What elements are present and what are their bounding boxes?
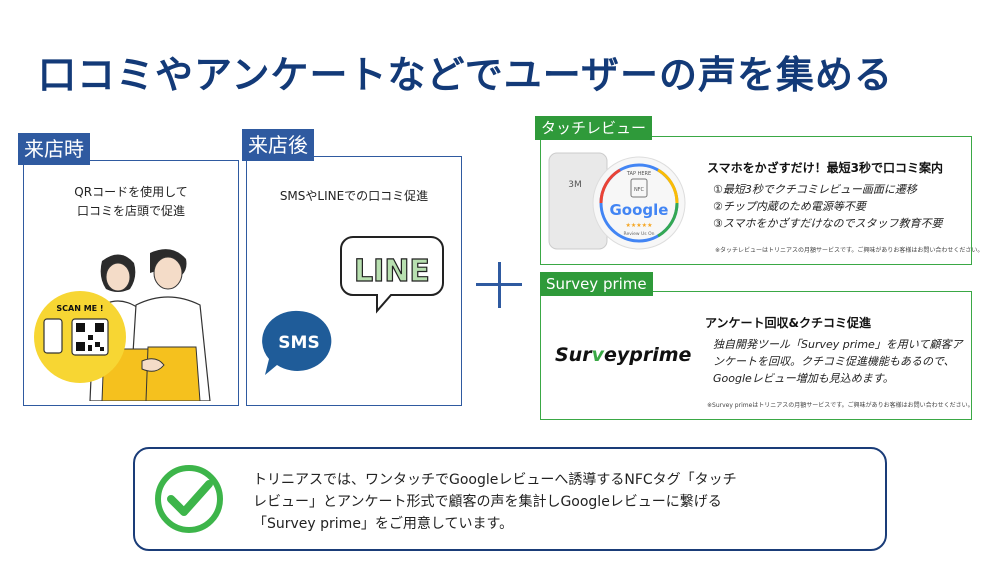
before-visit-desc-line-1: QRコードを使用して <box>74 185 188 199</box>
survey-prime-logo: Surveyprime <box>555 344 691 366</box>
line-icon: LINE <box>340 236 444 314</box>
touch-review-tag: タッチレビュー <box>535 116 653 140</box>
scan-me-qr-badge: SCAN ME ! <box>34 291 126 383</box>
scan-me-label: SCAN ME ! <box>56 304 103 313</box>
before-visit-tag: 来店時 <box>18 133 90 165</box>
after-visit-description: SMSやLINEでの口コミ促進 <box>279 189 429 203</box>
summary-line: トリニアスでは、ワンタッチでGoogleレビューへ誘導するNFCタグ「タッチ <box>253 472 737 488</box>
touch-review-card: 3M TAP HERE NFC Google ★★★★★ Review Us O… <box>540 136 983 265</box>
touch-review-features: ①最短3秒でクチコミレビュー画面に遷移 ②チップ内蔵のため電源等不要 ③スマホを… <box>713 181 943 232</box>
after-visit-tag: 来店後 <box>242 129 314 161</box>
nfc-sticker-image: 3M TAP HERE NFC Google ★★★★★ Review Us O… <box>548 152 686 250</box>
sticker-google-label: Google <box>610 201 669 219</box>
survey-prime-card: Surveyprime アンケート回収&クチコミ促進 独自開発ツール「Surve… <box>540 291 974 420</box>
check-circle-icon <box>155 465 223 533</box>
sticker-backing-label: 3M <box>568 180 582 190</box>
sms-logo-text: SMS <box>278 333 319 353</box>
summary-box: トリニアスでは、ワンタッチでGoogleレビューへ誘導するNFCタグ「タッチ レ… <box>133 447 887 551</box>
survey-prime-tag: Survey prime <box>540 272 653 296</box>
survey-prime-note: ※Survey primeはトリニアスの月額サービスです。ご興味がありお客様はお… <box>707 402 974 409</box>
touch-review-feature: ③スマホをかざすだけなのでスタッフ教育不要 <box>713 217 943 230</box>
survey-prime-heading: アンケート回収&クチコミ促進 <box>705 316 871 330</box>
touch-review-feature: ②チップ内蔵のため電源等不要 <box>713 200 866 213</box>
before-visit-card: QRコードを使用して 口コミを店頭で促進 SCAN ME ! <box>23 160 239 406</box>
sms-icon: SMS <box>262 310 332 375</box>
sticker-tap-here: TAP HERE <box>626 171 651 177</box>
line-logo-text: LINE <box>354 254 430 289</box>
survey-prime-line: 独自開発ツール「Survey prime」を用いて顧客ア <box>713 338 963 351</box>
summary-line: 「Survey prime」をご用意しています。 <box>253 516 514 532</box>
before-visit-description: QRコードを使用して 口コミを店頭で促進 <box>24 183 238 221</box>
survey-prime-description: 独自開発ツール「Survey prime」を用いて顧客ア ンケートを回収。クチコ… <box>713 336 962 387</box>
sticker-review-us: Review Us On <box>624 231 655 237</box>
survey-prime-line: ンケートを回収。クチコミ促進機能もあるので、 <box>713 355 955 368</box>
page-title: 口コミやアンケートなどでユーザーの声を集める <box>38 53 893 97</box>
summary-text: トリニアスでは、ワンタッチでGoogleレビューへ誘導するNFCタグ「タッチ レ… <box>253 469 853 535</box>
survey-prime-line: Googleレビュー増加も見込めます。 <box>713 372 894 385</box>
survey-prime-logo-part: eyprime <box>603 344 692 366</box>
sticker-nfc-label: NFC <box>634 187 645 193</box>
touch-review-note: ※タッチレビューはトリニアスの月額サービスです。ご興味がありお客様はお問い合わせ… <box>715 247 984 254</box>
plus-icon <box>476 262 522 308</box>
summary-line: レビュー」とアンケート形式で顧客の声を集計しGoogleレビューに繋げる <box>253 494 722 510</box>
after-visit-card: SMSやLINEでの口コミ促進 LINE SMS <box>246 156 462 406</box>
survey-prime-logo-part: Sur <box>555 344 592 366</box>
before-visit-desc-line-2: 口コミを店頭で促進 <box>76 204 185 218</box>
survey-prime-logo-check: v <box>591 344 604 366</box>
touch-review-heading: スマホをかざすだけ！最短3秒で口コミ案内 <box>707 161 943 175</box>
touch-review-feature: ①最短3秒でクチコミレビュー画面に遷移 <box>713 183 917 196</box>
svg-text:★★★★★: ★★★★★ <box>626 222 653 229</box>
